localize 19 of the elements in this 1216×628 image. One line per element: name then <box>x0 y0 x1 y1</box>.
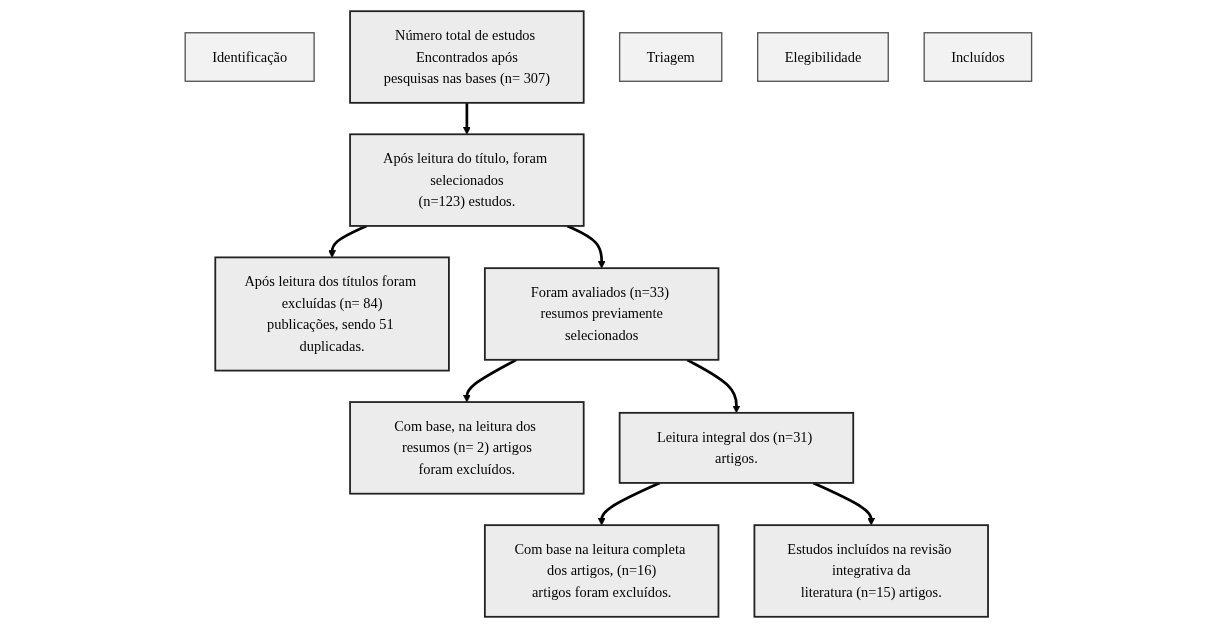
node-box: Leitura integral dos (n=31) artigos. <box>618 411 854 484</box>
node-box: Foram avaliados (n=33) resumos previamente selecionados <box>483 267 719 361</box>
arrow <box>462 358 517 403</box>
node-box: Elegibilidade <box>756 32 889 82</box>
node-box: Com base, na leitura dos resumos (n= 2) artigos foram excluídos. <box>348 401 585 495</box>
node-box: Incluídos <box>923 32 1032 82</box>
node-box: Triagem <box>618 32 722 82</box>
arrow <box>597 481 660 526</box>
node-box: Após leitura dos títulos foram excluídas (n= 84) publicações, sendo 51 duplicadas. <box>214 256 450 372</box>
node-box: Com base na leitura completa dos artigos, (n=16) artigos foram excluídos. <box>483 524 719 618</box>
arrow <box>327 224 367 258</box>
node-box: Número total de estudos Encontrados após pesquisas nas bases (n= 307) <box>348 10 585 104</box>
arrow <box>462 102 471 135</box>
arrow <box>686 358 740 414</box>
arrow <box>812 481 875 526</box>
node-box: Estudos incluídos na revisão integrativa da literatura (n=15) artigos. <box>753 524 989 618</box>
node-box: Identificação <box>184 32 315 82</box>
node-box: Após leitura do título, foram selecionados (n=123) estudos. <box>348 133 585 227</box>
arrow <box>566 224 606 269</box>
